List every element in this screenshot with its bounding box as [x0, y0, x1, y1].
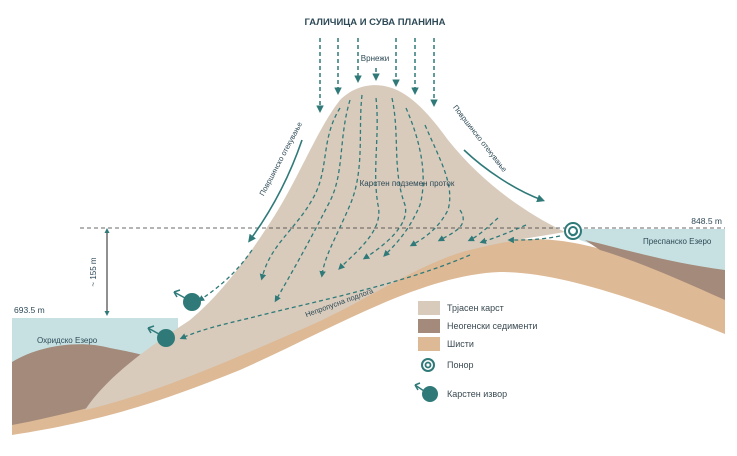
legend-label-schist: Шисти: [447, 339, 474, 349]
karst-spring-icon: [147, 325, 175, 347]
legend-karst-spring-icon: [414, 382, 438, 402]
surface-runoff-arrow-left: [248, 139, 303, 243]
karst-spring-icon: [173, 289, 201, 311]
height-difference-label: ~ 155 m: [89, 257, 98, 286]
ohrid-elevation-label: 693.5 m: [14, 305, 45, 315]
legend-swatch-karst: [418, 301, 440, 315]
precipitation-arrows: [316, 38, 438, 113]
karst-flow-label: Карстен подземен проток: [360, 179, 455, 188]
precipitation-label: Врнежи: [361, 54, 389, 63]
legend-label-karst: Трјасен карст: [447, 303, 504, 313]
prespa-lake-label: Преспанско Езеро: [643, 237, 712, 246]
legend-swatch-sediments: [418, 319, 440, 333]
legend: Трјасен карст Неогенски седименти Шисти …: [414, 301, 537, 402]
diagram-title: ГАЛИЧИЦА И СУВА ПЛАНИНА: [305, 17, 446, 28]
legend-label-sediments: Неогенски седименти: [447, 321, 537, 331]
neogene-sediments-right: [585, 240, 725, 300]
legend-label-karst-spring: Карстен извор: [447, 389, 507, 399]
legend-label-ponor: Понор: [447, 360, 473, 370]
surface-runoff-arrow-right: [463, 149, 546, 203]
legend-ponor-icon: [421, 358, 435, 372]
schist-layer: [12, 239, 725, 435]
karst-flow-paths: [179, 94, 561, 340]
ohrid-lake-label: Охридско Езеро: [37, 336, 98, 345]
ponor-icon: [564, 222, 582, 240]
legend-swatch-schist: [418, 337, 440, 351]
prespa-elevation-label: 848.5 m: [691, 216, 722, 226]
triassic-karst-mountain: [85, 85, 565, 410]
